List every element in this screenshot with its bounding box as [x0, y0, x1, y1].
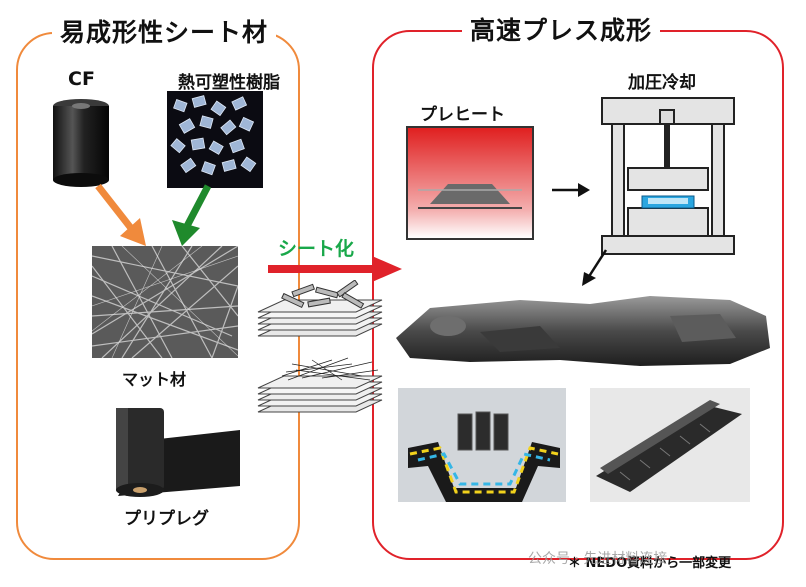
- mat-label: マット材: [122, 370, 187, 389]
- sheeting-arrow-label: シート化: [278, 238, 355, 260]
- carbon-fiber-spool-image: [46, 96, 116, 188]
- prepreg-roll-image: [88, 400, 240, 500]
- red-arrow-icon: [268, 256, 402, 282]
- formed-part-image: [390, 286, 774, 382]
- resin-label: 熱可塑性樹脂: [178, 73, 280, 93]
- green-arrow-icon: [172, 184, 212, 246]
- random-fiber-sheet-stack: [257, 357, 383, 413]
- preheat-oven-image: [406, 126, 534, 240]
- arrow-right-icon: [552, 183, 590, 197]
- sheet-stacks-image: [257, 280, 383, 413]
- fiber-mat-image: [92, 246, 238, 358]
- orange-arrow-icon: [95, 183, 146, 246]
- prepreg-label: プリプレグ: [124, 509, 209, 529]
- press-machine-image: [601, 97, 735, 255]
- right-panel-title: 高速プレス成形: [462, 16, 661, 46]
- preheat-label: プレヒート: [420, 105, 505, 125]
- arrow-down-left-icon: [582, 249, 608, 286]
- source-note: ＊ NEDO資料から一部変更: [568, 556, 732, 571]
- left-panel-title: 易成形性シート材: [52, 18, 277, 48]
- channel-part-image: [590, 388, 750, 502]
- part-cross-section-image: [398, 388, 566, 502]
- resin-pellets-image: [167, 91, 263, 188]
- press-cooling-label: 加圧冷却: [628, 73, 696, 93]
- cf-label: CF: [68, 68, 95, 90]
- chopped-sheet-stack: [257, 280, 383, 337]
- watermark: 公众号 · 先进材料连接: [528, 551, 668, 567]
- feed-arrows: [95, 183, 212, 246]
